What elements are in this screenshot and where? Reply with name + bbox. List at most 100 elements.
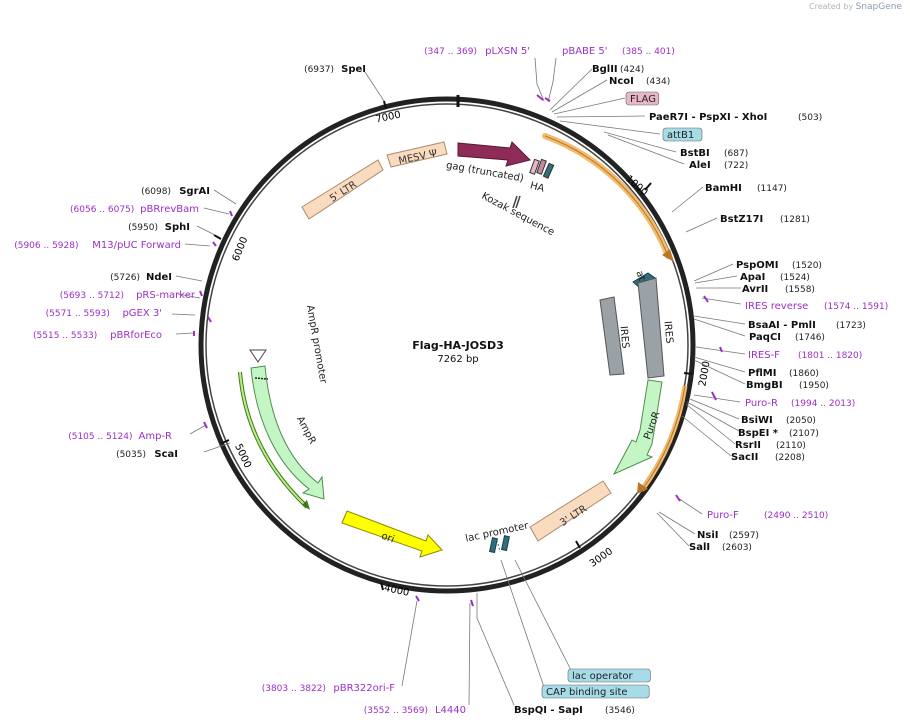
tick-3000 (575, 540, 581, 549)
feature-flag-mark[interactable] (536, 158, 547, 175)
right-label-2: FLAG (630, 94, 656, 105)
bottom-label-2-pos: (3546) (605, 706, 635, 716)
right-label-0: BglII (592, 64, 618, 75)
left-label-3: SphI (165, 222, 190, 233)
credit-prefix: Created by (809, 2, 854, 11)
right-label-2-box[interactable] (625, 91, 660, 106)
right-label-4-box[interactable] (662, 127, 703, 142)
bottom-label-4-pos: (3803 .. 3822) (262, 684, 326, 694)
left-label-6-pos: (5693 .. 5712) (60, 291, 124, 301)
right-label-0-pos: (424) (620, 65, 644, 75)
bottom-label-0-box[interactable] (567, 668, 651, 683)
features: 5' LTR MESV Ψ gag (truncated) HA Kozak s… (238, 133, 688, 558)
right-label-13-pos: (1723) (836, 321, 866, 331)
feature-ampr-promoter[interactable] (249, 349, 267, 363)
left-label-9: Amp-R (139, 431, 173, 442)
right-label-14-pos: (1746) (795, 333, 825, 343)
right-label-10: ApaI (740, 272, 765, 283)
feature-josd3-head (662, 249, 674, 262)
top-label-1-pos: (385 .. 401) (622, 47, 675, 57)
feature-ampr-primer-head (302, 500, 310, 510)
left-label-9-pos: (5105 .. 5124) (68, 432, 132, 442)
left-label-10: ScaI (154, 449, 178, 460)
feature-5ltr[interactable] (301, 159, 384, 220)
right-label-8-pos: (1281) (780, 215, 810, 225)
feature-kozak[interactable] (515, 195, 521, 209)
credit-brand: SnapGene (855, 2, 902, 12)
tick-6000 (213, 234, 222, 240)
feature-ori[interactable] (341, 510, 443, 558)
tick-label-3000: 3000 (588, 546, 615, 570)
right-label-1: NcoI (609, 76, 634, 87)
feature-mesv[interactable] (386, 141, 448, 168)
left-label-0-pos: (6937) (304, 65, 334, 75)
left-label-7: pGEX 3' (122, 308, 162, 319)
right-labels: BglII(424)NcoI (434) FLAG PaeR7I - PspXI - … (592, 64, 888, 553)
right-label-18-pos: (1994 .. 2013) (791, 399, 855, 409)
leader-lines (171, 57, 746, 706)
right-label-21-pos: (2110) (776, 441, 806, 451)
right-label-22: SacII (731, 452, 758, 463)
feature-ha[interactable] (529, 158, 540, 175)
right-label-11-pos: (1558) (785, 285, 815, 295)
left-label-5: NdeI (146, 272, 172, 283)
left-label-2-pos: (6056 .. 6075) (70, 205, 134, 215)
right-label-5: BstBI (680, 148, 710, 159)
feature-lac-1[interactable] (488, 537, 498, 554)
bottom-label-2: BspQI - SapI (514, 705, 583, 716)
feature-3ltr[interactable] (529, 480, 612, 542)
bottom-label-3-pos: (3552 .. 3569) (364, 706, 428, 716)
tick-label-4000: 4000 (383, 583, 410, 599)
right-label-5-pos: (687) (724, 149, 748, 159)
right-label-20: BspEI * (738, 428, 779, 439)
right-label-17-pos: (1950) (799, 381, 829, 391)
left-label-8: pBRforEco (110, 330, 162, 341)
right-label-15: IRES-F (748, 350, 780, 361)
feature-ampr-junction (254, 377, 269, 380)
right-label-7: BamHI (705, 183, 742, 194)
tick-7000 (383, 100, 387, 110)
right-label-16-pos: (1860) (789, 369, 819, 379)
right-label-3: PaeR7I - PspXI - XhoI (649, 112, 767, 123)
top-label-0: pLXSN 5' (485, 46, 530, 57)
right-label-10-pos: (1524) (780, 273, 810, 283)
left-label-8-pos: (5515 .. 5533) (33, 331, 97, 341)
left-label-6: pRS-marker (136, 290, 196, 301)
feature-lac-dash (496, 539, 501, 553)
right-label-1-pos: (434) (646, 77, 670, 87)
right-label-6-pos: (722) (724, 161, 748, 171)
right-label-11: AvrII (742, 284, 768, 295)
feature-lac-2[interactable] (500, 535, 510, 552)
left-labels: SpeI(6937)SgrAI(6098)pBRrevBam(6056 .. 6… (14, 64, 366, 460)
feature-josd3[interactable] (542, 133, 671, 259)
bottom-label-1-box[interactable] (541, 684, 650, 699)
tick-label-2000: 2000 (697, 360, 712, 387)
left-label-2: pBRrevBam (140, 204, 199, 215)
feature-ires-2[interactable] (637, 277, 665, 379)
backbone-inner (205, 103, 689, 587)
right-label-16: PflMI (748, 368, 776, 379)
right-label-19-pos: (2050) (786, 416, 816, 426)
tick-5000 (221, 439, 230, 444)
feature-puro-primer-head (637, 482, 648, 494)
right-label-23: Puro-F (707, 510, 739, 521)
left-label-3-pos: (5950) (128, 223, 158, 233)
feature-ires-1[interactable] (599, 296, 625, 376)
feature-puror[interactable] (612, 379, 663, 476)
feature-label-ampr-promoter: AmpR promoter (304, 304, 329, 385)
feature-label-ires-2: IRES (662, 321, 675, 344)
feature-attb1-mark[interactable] (542, 162, 555, 179)
feature-label-ampr: AmpR (294, 415, 318, 447)
top-labels: pLXSN 5'(347 .. 369)pBABE 5'(385 .. 401) (424, 46, 675, 57)
feature-ampr[interactable] (250, 365, 325, 500)
feature-label-ires-1: IRES (618, 326, 631, 349)
backbone-outer (198, 96, 696, 594)
right-label-18: Puro-R (745, 398, 778, 409)
bottom-label-0: lac operator (572, 671, 633, 682)
right-label-25: SalI (689, 542, 710, 553)
top-label-1: pBABE 5' (562, 46, 608, 57)
right-label-13: BsaAI - PmlI (748, 320, 816, 331)
bottom-label-1: CAP binding site (546, 687, 628, 698)
feature-gag[interactable] (457, 141, 531, 167)
